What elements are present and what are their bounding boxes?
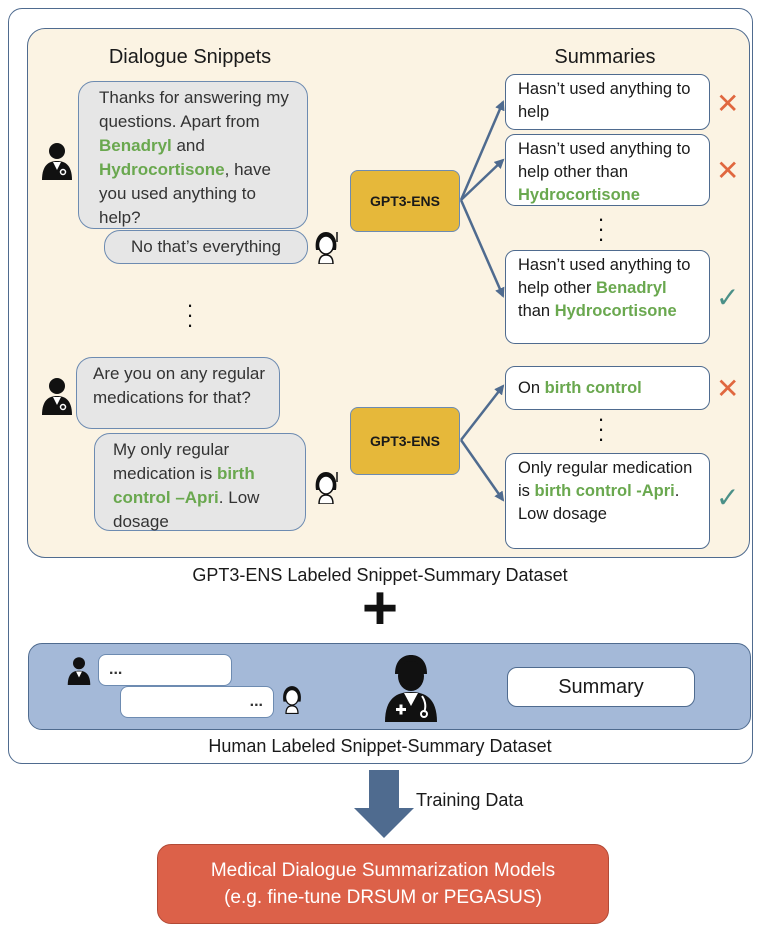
text-segment: , have you used anything to help? [99,160,271,227]
training-data-label: Training Data [416,790,524,810]
cross-icon: ✕ [716,373,740,404]
human-dataset-caption: Human Labeled Snippet-Summary Dataset [208,736,552,756]
summary-box: Summary [507,667,695,707]
summary-1b: Hasn’t used anything to help other than … [505,134,710,206]
summary-2b: Only regular medication is birth control… [505,453,710,549]
gpt3-ens-model-1: GPT3-ENS [350,170,460,232]
drug-highlight: birth control [544,379,642,397]
drug-highlight: Hydrocortisone [99,160,225,179]
ellipsis-vertical: ··· [597,406,605,451]
doctor-utterance-placeholder: ... [98,654,232,686]
drug-highlight: birth control –Apri [113,464,255,507]
plus-sign: + [361,574,399,643]
outer-frame [8,8,753,764]
gpt3-ens-model-2: GPT3-ENS [350,407,460,475]
doctor-icon [40,140,74,180]
text-segment: . Low dosage [518,482,680,523]
text-segment: Hasn’t used anything to help other [518,256,691,297]
drug-highlight: Hydrocortisone [518,186,640,204]
text-segment: My only regular medication is [113,440,230,483]
gpt3-ens-dataset-caption: GPT3-ENS Labeled Snippet-Summary Dataset [192,565,568,585]
drug-highlight: Hydrocortisone [554,302,677,320]
training-down-arrow [354,770,414,838]
doctor-icon [382,652,440,722]
text-segment: Only regular medication is [518,459,693,500]
cross-icon: ✕ [716,88,740,119]
arrow-model1-summary2 [460,158,505,201]
models-title: Medical Dialogue Summarization Models [210,860,556,881]
arrow-model1-summary1 [459,100,505,201]
patient-utterance-placeholder: ... [120,686,274,718]
doctor-icon [40,375,74,415]
patient-icon [312,470,340,505]
summarization-models-box: Medical Dialogue Summarization Models (e… [157,844,609,924]
arrow-model2-summary2 [459,439,505,502]
doctor-icon [66,655,92,685]
drug-highlight: Benadryl [595,279,667,297]
models-subtitle: (e.g. fine-tune DRSUM or PEGASUS) [224,887,542,908]
text-segment: . Low dosage [113,488,260,531]
check-icon: ✓ [716,282,740,313]
drug-highlight: birth control -Apri [534,482,675,500]
arrow-model2-summary1 [460,384,505,441]
snippets-title: Dialogue Snippets [108,46,272,68]
arrow-model1-summary3 [459,199,505,298]
doctor-bubble-1: Thanks for answering my questions. Apart… [78,81,308,229]
summary-1c: Hasn’t used anything to help other Benad… [505,250,710,344]
ellipsis-vertical: ··· [186,292,194,337]
text-segment: Hasn’t used anything to help [518,80,691,121]
summaries-title: Summaries [554,46,656,68]
text-segment: Thanks for answering my questions. Apart… [99,88,289,131]
patient-bubble-2: My only regular medication is birth cont… [94,433,306,531]
patient-icon [312,230,340,265]
ellipsis-vertical: ··· [597,206,605,251]
check-icon: ✓ [716,482,740,513]
text-segment: and [171,136,205,155]
drug-highlight: Benadryl [99,136,172,155]
cross-icon: ✕ [716,155,740,186]
text-segment: than [518,302,555,320]
doctor-bubble-2: Are you on any regular medications for t… [76,357,280,429]
text-segment: Hasn’t used anything to help other than [518,140,691,181]
summary-1a: Hasn’t used anything to help [505,74,710,130]
patient-icon [280,684,304,715]
text-segment: On [518,379,545,397]
patient-bubble-1: No that’s everything [104,230,308,264]
summary-2a: On birth control [505,366,710,410]
